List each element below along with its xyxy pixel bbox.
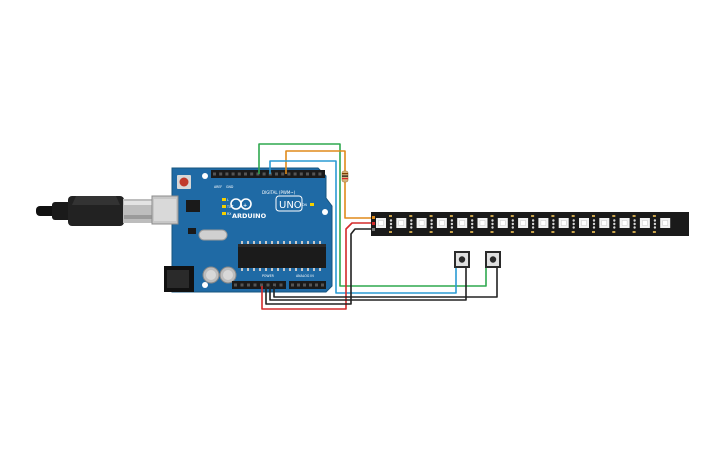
arduino-logo: – + bbox=[230, 198, 252, 210]
label-tx: TX bbox=[226, 205, 232, 209]
wire-black-button-2[interactable] bbox=[273, 268, 498, 298]
arduino-uno-board[interactable]: L TX RX ON – + ARDUINO UNO AREF GND bbox=[151, 167, 333, 293]
header-pin[interactable] bbox=[262, 172, 266, 176]
power-header[interactable] bbox=[232, 281, 286, 289]
header-pin[interactable] bbox=[312, 172, 316, 176]
header-pin[interactable] bbox=[303, 283, 306, 287]
wire-black-button-1[interactable] bbox=[269, 268, 467, 301]
header-pin[interactable] bbox=[315, 283, 318, 287]
header-pin[interactable] bbox=[244, 172, 247, 176]
header-pin[interactable] bbox=[273, 283, 276, 287]
header-pin[interactable] bbox=[275, 172, 278, 176]
led-strip[interactable] bbox=[371, 212, 689, 236]
wire-black[interactable] bbox=[265, 228, 372, 305]
header-pin[interactable] bbox=[266, 283, 270, 287]
label-l: L bbox=[227, 198, 229, 202]
header-pin[interactable] bbox=[309, 283, 312, 287]
header-pin[interactable] bbox=[287, 172, 291, 176]
wire-orange-strip[interactable] bbox=[344, 181, 372, 219]
header-pin[interactable] bbox=[281, 172, 285, 176]
wire-orange[interactable] bbox=[285, 150, 346, 174]
header-pin[interactable] bbox=[213, 172, 216, 176]
header-pin[interactable] bbox=[253, 283, 257, 287]
header-pin[interactable] bbox=[237, 172, 241, 176]
header-pin[interactable] bbox=[306, 172, 309, 176]
header-pin[interactable] bbox=[279, 283, 283, 287]
atmega-chip bbox=[238, 241, 326, 271]
header-pin[interactable] bbox=[260, 283, 263, 287]
header-pin[interactable] bbox=[231, 172, 235, 176]
header-pin[interactable] bbox=[297, 283, 300, 287]
header-pin[interactable] bbox=[247, 283, 250, 287]
reset-button[interactable] bbox=[177, 175, 191, 189]
header-pin[interactable] bbox=[250, 172, 254, 176]
analog-header[interactable] bbox=[289, 281, 326, 289]
header-pin[interactable] bbox=[219, 172, 223, 176]
brand-text: ARDUINO bbox=[232, 212, 267, 220]
analog-header-label: ANALOG IN bbox=[296, 274, 314, 278]
label-rx: RX bbox=[227, 212, 232, 216]
header-pin[interactable] bbox=[256, 172, 260, 176]
digital-header[interactable] bbox=[211, 170, 325, 178]
wire-blue[interactable] bbox=[269, 160, 457, 294]
header-pin[interactable] bbox=[234, 283, 237, 287]
crystal-oscillator bbox=[198, 229, 228, 241]
label-on: ON bbox=[302, 203, 308, 207]
header-pin[interactable] bbox=[318, 172, 322, 176]
wires bbox=[258, 143, 498, 310]
header-pin[interactable] bbox=[240, 283, 244, 287]
svg-text:+: + bbox=[243, 203, 247, 209]
usb-cable[interactable] bbox=[36, 196, 153, 226]
resistor[interactable] bbox=[341, 170, 349, 183]
push-button-1[interactable] bbox=[454, 251, 470, 268]
header-pin[interactable] bbox=[321, 283, 324, 287]
header-pin[interactable] bbox=[225, 172, 229, 176]
header-pin[interactable] bbox=[291, 283, 294, 287]
wire-red[interactable] bbox=[261, 222, 372, 310]
svg-text:–: – bbox=[231, 203, 234, 209]
power-header-label: POWER bbox=[262, 274, 275, 278]
header-pin[interactable] bbox=[293, 172, 297, 176]
header-pin[interactable] bbox=[299, 172, 303, 176]
model-text: UNO bbox=[279, 200, 302, 211]
digital-header-label: DIGITAL (PWM~) bbox=[262, 190, 296, 195]
label-gnd: GND bbox=[226, 185, 234, 189]
wire-green[interactable] bbox=[258, 143, 487, 287]
label-aref: AREF bbox=[214, 185, 222, 189]
push-button-2[interactable] bbox=[485, 251, 501, 268]
